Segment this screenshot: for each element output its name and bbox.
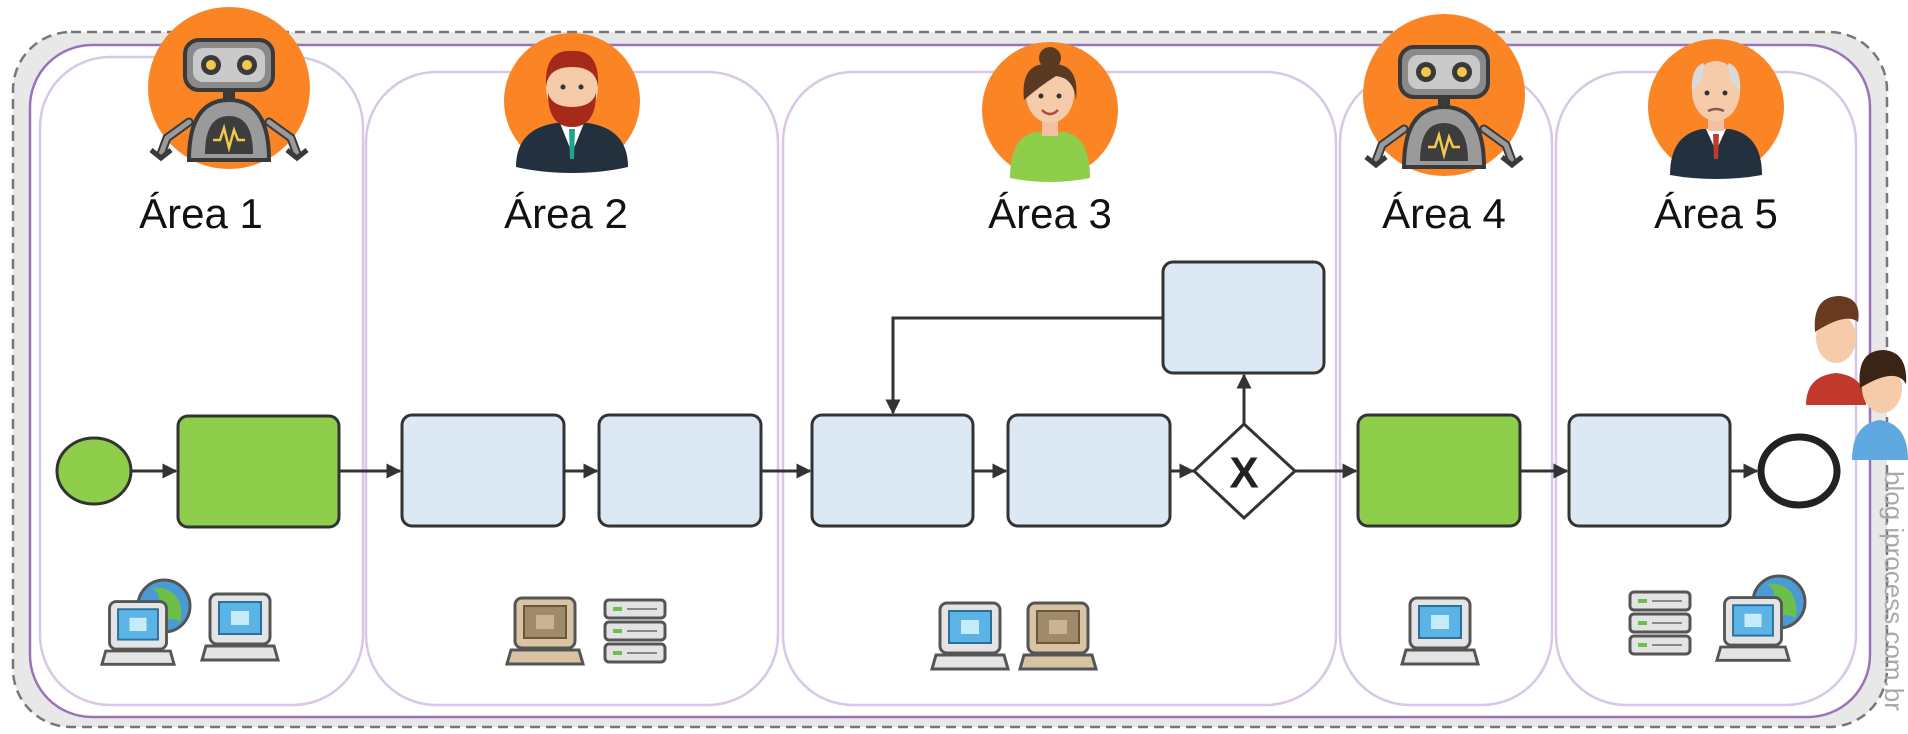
exclusive-gateway[interactable]: X [1191, 421, 1298, 521]
area-title-2: Área 2 [504, 190, 628, 237]
start-event[interactable] [55, 436, 133, 506]
end-event[interactable] [1757, 433, 1841, 509]
task-manual-5[interactable] [1567, 413, 1732, 528]
robot-icon [1363, 14, 1525, 176]
task-manual-2[interactable] [597, 413, 763, 528]
task-automated-2[interactable] [1356, 413, 1522, 528]
area-title-5: Área 5 [1654, 190, 1778, 237]
watermark: blog.iprocess.com.br [1879, 471, 1908, 711]
task-manual-3[interactable] [810, 413, 975, 528]
task-manual-4[interactable] [1006, 413, 1172, 528]
area-title-1: Área 1 [139, 190, 263, 237]
server-icon [1628, 590, 1692, 656]
task-rework[interactable] [1161, 260, 1326, 375]
server-icon [603, 598, 667, 664]
flow-rework-to-task-4 [885, 316, 1163, 415]
customers-icon [1806, 296, 1908, 460]
task-manual-1[interactable] [400, 413, 566, 528]
computer-icon [1400, 596, 1480, 666]
legacy-computer-icon [505, 596, 585, 666]
lanes [38, 55, 1858, 707]
area-title-4: Área 4 [1382, 190, 1506, 237]
computer-icon [930, 601, 1010, 671]
task-automated-1[interactable] [176, 414, 341, 529]
gateway-symbol: X [1229, 449, 1258, 498]
area-title-3: Área 3 [988, 190, 1112, 237]
tasks [176, 260, 1732, 529]
legacy-computer-icon [1018, 601, 1098, 671]
computer-icon [200, 592, 280, 662]
sequence-flows [131, 316, 1759, 479]
robot-icon [148, 7, 310, 169]
bearded-man-avatar-icon [504, 33, 640, 173]
